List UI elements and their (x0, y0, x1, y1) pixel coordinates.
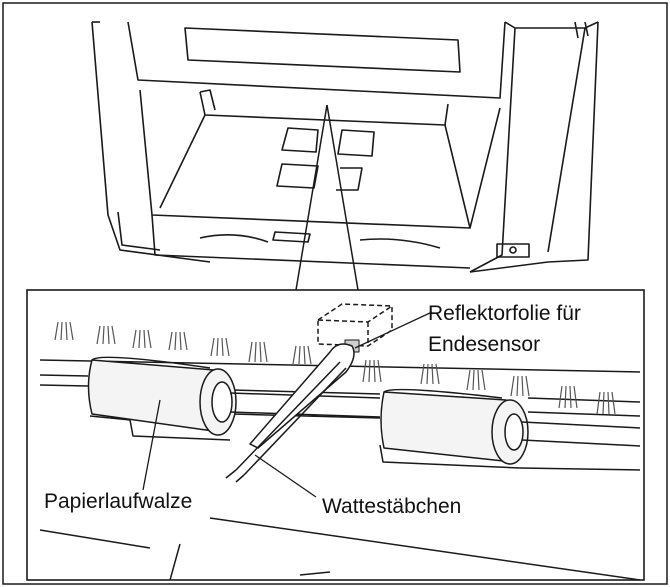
printer-overview (91, 21, 599, 273)
printer-slot (184, 27, 461, 73)
leader-swab (254, 454, 317, 498)
printer-right-inner (469, 27, 516, 273)
leader-roller (142, 399, 161, 491)
printer-front-drawer (151, 214, 471, 269)
power-switch (496, 243, 530, 258)
label-reflector-line1: Reflektorfolie für (428, 302, 581, 325)
left-roller (87, 356, 237, 436)
brush-tufts (54, 321, 616, 415)
detail-drawing (39, 303, 641, 581)
detail-panel (26, 289, 645, 581)
label-reflector-line2: Endesensor (428, 333, 540, 356)
printer-cavity (139, 89, 501, 229)
cotton-swab (225, 343, 355, 483)
label-roller: Papierlaufwalze (44, 490, 192, 513)
printer-lid (127, 21, 506, 99)
zoom-callout (295, 104, 359, 291)
leader-reflector (354, 311, 433, 349)
right-roller (380, 388, 529, 465)
leader-lines (142, 311, 433, 498)
printer-right-side (547, 21, 599, 263)
label-swab: Wattestäbchen (322, 495, 461, 518)
